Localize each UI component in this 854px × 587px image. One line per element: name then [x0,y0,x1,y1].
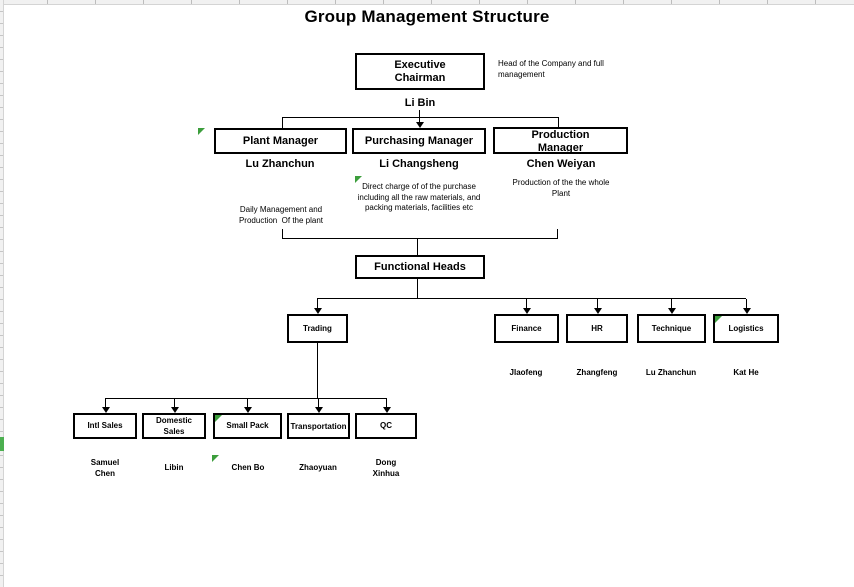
dept-box-trading[interactable]: Trading [287,314,348,343]
unit-name-transportation: Zhaoyuan [299,463,337,472]
plant-manager-label: Plant Manager [242,134,319,147]
unit-name-qc: Dong Xinhua [372,458,400,478]
arrow-down-icon [314,308,322,314]
connector-line [317,343,318,398]
arrow-down-icon [102,407,110,413]
error-indicator-icon [355,176,362,183]
executive-chairman-name: Li Bin [404,97,436,109]
functional-heads-label: Functional Heads [374,260,466,273]
arrow-down-icon [743,308,751,314]
plant-manager-box[interactable]: Plant Manager [214,128,347,154]
left-ruler [0,0,4,587]
arrow-down-icon [244,407,252,413]
plant-manager-note: Daily Management and Production Of the p… [238,205,325,225]
top-ruler [0,0,854,5]
arrow-down-icon [171,407,179,413]
error-indicator-icon [198,128,205,135]
connector-line [318,399,319,407]
dept-label-logistics: Logistics [728,323,764,333]
dept-label-finance: Finance [511,323,542,333]
unit-box-qc[interactable]: QC [355,413,417,439]
dept-name-finance: Jlaofeng [509,368,543,377]
connector-line [386,399,387,407]
unit-label-transportation: Transportation [290,421,347,431]
unit-box-transportation[interactable]: Transportation [287,413,350,439]
arrow-down-icon [523,308,531,314]
dept-box-logistics[interactable]: Logistics [713,314,779,343]
unit-name-intl-sales: Samuel Chen [90,458,120,478]
purchasing-manager-box[interactable]: Purchasing Manager [352,128,486,154]
purchasing-manager-label: Purchasing Manager [364,134,474,147]
unit-label-small-pack: Small Pack [226,421,269,430]
arrow-down-icon [383,407,391,413]
connector-line [105,399,106,407]
dept-label-trading: Trading [303,323,332,333]
error-indicator-icon [715,316,722,323]
error-indicator-icon [215,415,222,422]
unit-label-intl-sales: Intl Sales [87,421,123,430]
connector-line [419,118,420,123]
arrow-down-icon [594,308,602,314]
connector-line [282,118,283,128]
connector-line [105,398,387,399]
dept-name-hr: Zhangfeng [576,368,618,377]
production-manager-label: Production Manager [531,129,590,154]
production-manager-name: Chen Weiyan [526,158,596,170]
arrow-down-icon [668,308,676,314]
dept-box-finance[interactable]: Finance [494,314,559,343]
dept-name-logistics: Kat He [733,368,759,377]
unit-box-domestic-sales[interactable]: Domestic Sales [142,413,206,439]
connector-line [282,238,558,239]
unit-name-domestic-sales: Libin [164,463,184,472]
arrow-down-icon [315,407,323,413]
plant-manager-name: Lu Zhanchun [245,158,315,170]
connector-line [417,279,418,298]
page-title: Group Management Structure [304,7,550,26]
executive-chairman-label: Executive Chairman [394,58,446,84]
connector-line [282,117,559,118]
production-manager-note: Production of the the whole Plant [512,178,612,198]
functional-heads-box[interactable]: Functional Heads [355,255,485,279]
executive-chairman-box[interactable]: Executive Chairman [355,53,485,90]
dept-label-technique: Technique [651,323,692,333]
unit-name-small-pack: Chen Bo [231,463,265,472]
connector-line [282,229,283,238]
connector-line [526,299,527,308]
dept-name-technique: Lu Zhanchun [645,368,697,377]
connector-line [557,229,558,238]
left-green-marker [0,437,4,451]
connector-line [247,399,248,407]
unit-box-small-pack[interactable]: Small Pack [213,413,282,439]
executive-chairman-note: Head of the Company and full management [498,59,607,79]
connector-line [597,299,598,308]
dept-box-technique[interactable]: Technique [637,314,706,343]
connector-line [746,299,747,308]
purchasing-manager-note: Direct charge of of the purchase includi… [357,182,483,212]
connector-line [317,298,746,299]
error-indicator-icon [212,455,219,462]
connector-line [419,110,420,118]
dept-box-hr[interactable]: HR [566,314,628,343]
connector-line [317,299,318,308]
connector-line [671,299,672,308]
unit-label-qc: QC [380,421,392,430]
purchasing-manager-name: Li Changsheng [379,158,459,170]
unit-box-intl-sales[interactable]: Intl Sales [73,413,137,439]
arrow-down-icon [416,122,424,128]
dept-label-hr: HR [591,323,603,333]
unit-label-domestic-sales: Domestic Sales [155,416,192,436]
connector-line [174,399,175,407]
connector-line [417,239,418,255]
connector-line [558,118,559,127]
production-manager-box[interactable]: Production Manager [493,127,628,154]
